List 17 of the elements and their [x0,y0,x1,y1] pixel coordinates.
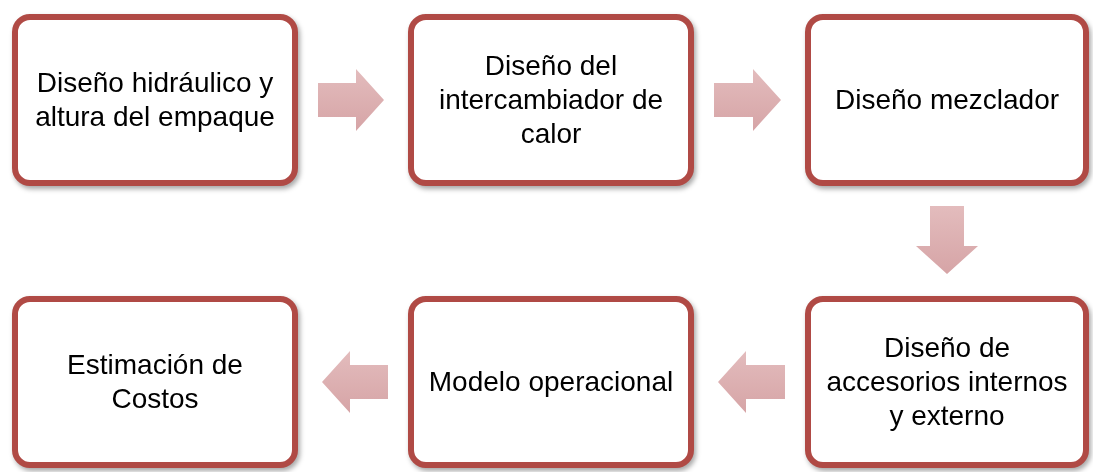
process-box [408,296,694,468]
block-arrow [916,206,978,274]
step-label: Diseño mezclador [834,83,1060,117]
block-arrow [322,351,388,413]
step-label: Diseño hidráulico y altura del empaque [34,66,276,134]
process-box [408,14,694,186]
process-box [805,296,1089,468]
step-label: Modelo operacional [428,365,674,399]
step-label: Diseño de accesorios internos y externo [825,331,1069,433]
process-box [805,14,1089,186]
process-box [12,296,298,468]
block-arrow [718,351,785,413]
block-arrow [318,69,384,131]
block-arrow [714,69,781,131]
step-label: Estimación de Costos [66,348,244,416]
step-label: Diseño del intercambiador de calor [437,49,665,151]
process-box [12,14,298,186]
